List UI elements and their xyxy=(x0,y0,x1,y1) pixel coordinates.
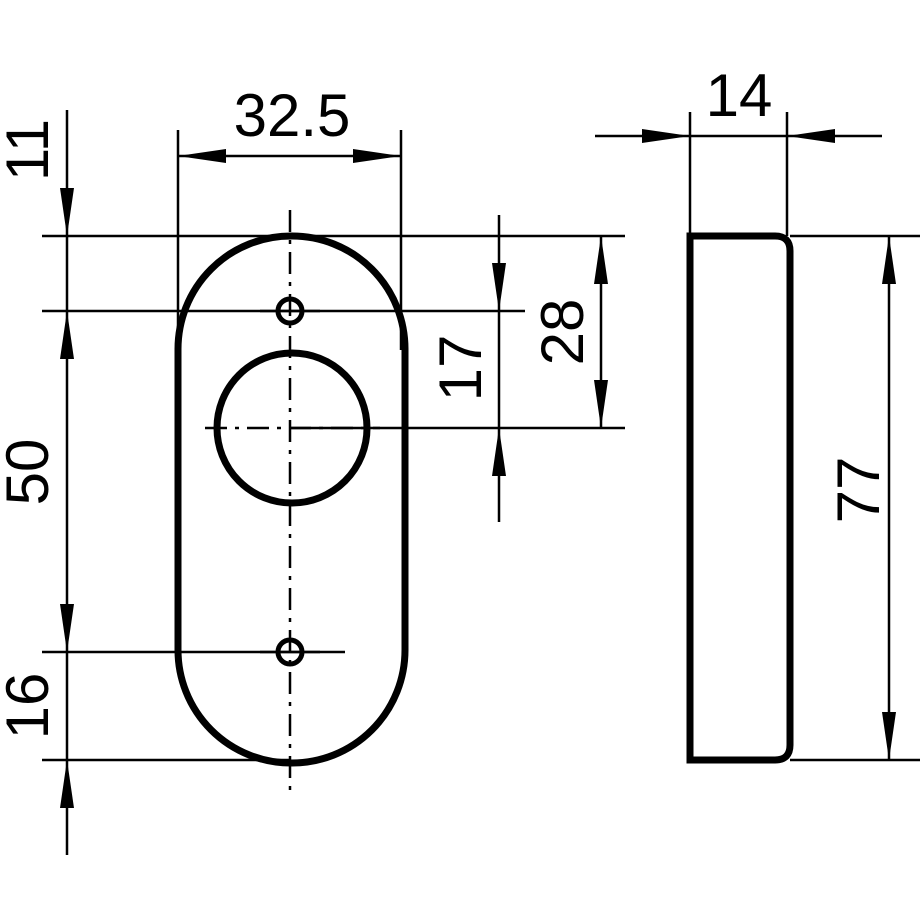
arrowhead-right xyxy=(353,149,401,163)
arrowhead-11-bottom xyxy=(60,311,74,359)
arrowhead-28-top xyxy=(594,236,608,284)
arrowhead-17-bottom xyxy=(492,428,506,476)
arrowhead-77-top xyxy=(882,236,896,284)
arrowhead-left xyxy=(178,149,226,163)
dimension-label-17: 17 xyxy=(427,335,494,402)
dimension-label-hole-spacing: 50 xyxy=(0,439,61,506)
dimension-height: 77 xyxy=(825,236,896,760)
dimension-label-28: 28 xyxy=(529,299,596,366)
arrowhead-50-bottom xyxy=(60,604,74,652)
arrowhead-14-right xyxy=(787,129,835,143)
arrowhead-28-bottom xyxy=(594,380,608,428)
dimension-width-front: 32.5 xyxy=(178,82,401,163)
dimension-label-top-offset: 11 xyxy=(0,119,61,181)
dimension-label-thickness: 14 xyxy=(706,62,773,129)
arrowhead-14-left xyxy=(642,129,690,143)
dimension-thickness: 14 xyxy=(595,62,882,143)
front-view xyxy=(42,130,625,790)
arrowhead-16-bottom xyxy=(60,760,74,808)
dimension-cylinder-to-top: 28 xyxy=(529,236,608,428)
plate-outline xyxy=(174,232,409,767)
dimension-label-width: 32.5 xyxy=(234,82,351,149)
dimension-left-chain: 11 50 16 xyxy=(0,110,74,855)
side-profile-outline xyxy=(686,232,794,764)
dimension-cylinder-to-hole: 17 xyxy=(427,215,506,522)
arrowhead-77-bottom xyxy=(882,712,896,760)
arrowhead-17-top xyxy=(492,263,506,311)
dimension-label-height: 77 xyxy=(825,457,892,524)
side-view xyxy=(686,112,920,764)
arrowhead-11-top xyxy=(60,188,74,236)
dimension-label-bottom-offset: 16 xyxy=(0,673,61,740)
